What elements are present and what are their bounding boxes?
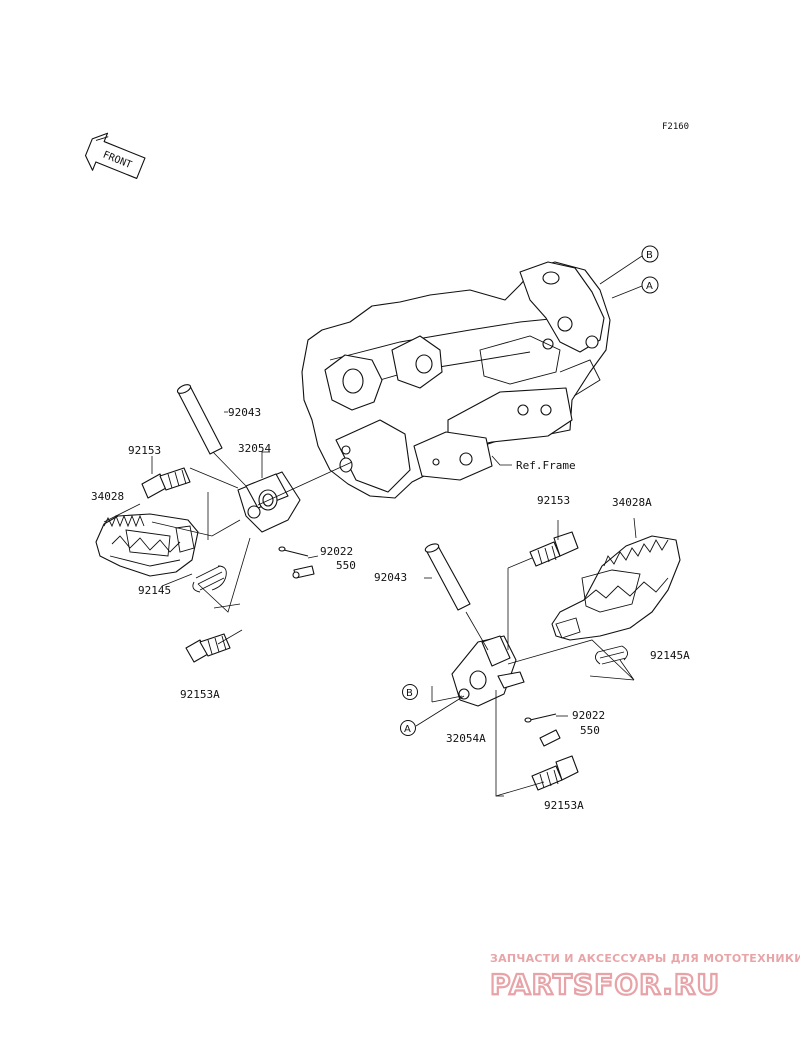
ref-frame-leader [491,455,512,466]
callout-a-top [641,276,659,294]
callout-b-right [402,684,418,700]
label-right-92153: 92153 [537,494,570,507]
right-spring-92145a [595,645,628,665]
left-spring-92145 [192,565,227,593]
left-footpeg-assembly [95,384,353,663]
label-left-92153: 92153 [128,444,161,457]
left-bolt-92153a [185,633,231,663]
label-right-92153a: 92153A [544,799,584,812]
front-arrow-icon: FRONT [84,132,146,179]
label-left-32054: 32054 [238,442,271,455]
ref-frame-label: Ref.Frame [516,459,576,472]
label-left-92043: 92043 [228,406,261,419]
label-right-550: 550 [580,724,600,737]
label-right-92145a: 92145A [650,649,690,662]
label-right-32054a: 32054A [446,732,486,745]
left-pin-92043 [176,384,223,455]
watermark-brand: PARTSFOR.RU [490,968,720,1001]
watermark-tagline: ЗАПЧАСТИ И АКСЕССУАРЫ ДЛЯ МОТОТЕХНИКИ [490,952,800,965]
label-left-34028: 34028 [91,490,124,503]
right-footpeg-assembly [415,517,681,797]
right-bolt-92153a [531,755,579,791]
label-right-92043: 92043 [374,571,407,584]
left-cotter-pin-92022 [278,546,309,557]
label-right-34028a: 34028A [612,496,652,509]
diagram-code: F2160 [662,122,689,132]
callout-a-top-label: A [646,281,653,292]
right-footpeg-34028a [551,535,681,641]
label-right-92022: 92022 [572,709,605,722]
callout-b-top [641,245,659,263]
left-footpeg-34028 [95,513,199,577]
callout-b-right-label: B [406,688,413,699]
callout-b-top-label: B [646,250,653,261]
left-bolt-92153 [141,467,191,499]
right-cotter-pin-92022 [524,713,557,723]
label-left-92022: 92022 [320,545,353,558]
callout-a-right [400,720,416,736]
right-bolt-92153 [529,531,579,567]
left-bracket-32054 [237,471,301,533]
left-washer-550 [292,565,315,579]
label-left-92153a: 92153A [180,688,220,701]
label-left-92145: 92145 [138,584,171,597]
callout-a-right-label: A [404,724,411,735]
frame-reference [301,261,611,499]
right-pin-92043 [424,543,471,611]
label-left-550: 550 [336,559,356,572]
right-washer-550 [539,729,561,747]
right-bracket-32054a [451,635,525,707]
